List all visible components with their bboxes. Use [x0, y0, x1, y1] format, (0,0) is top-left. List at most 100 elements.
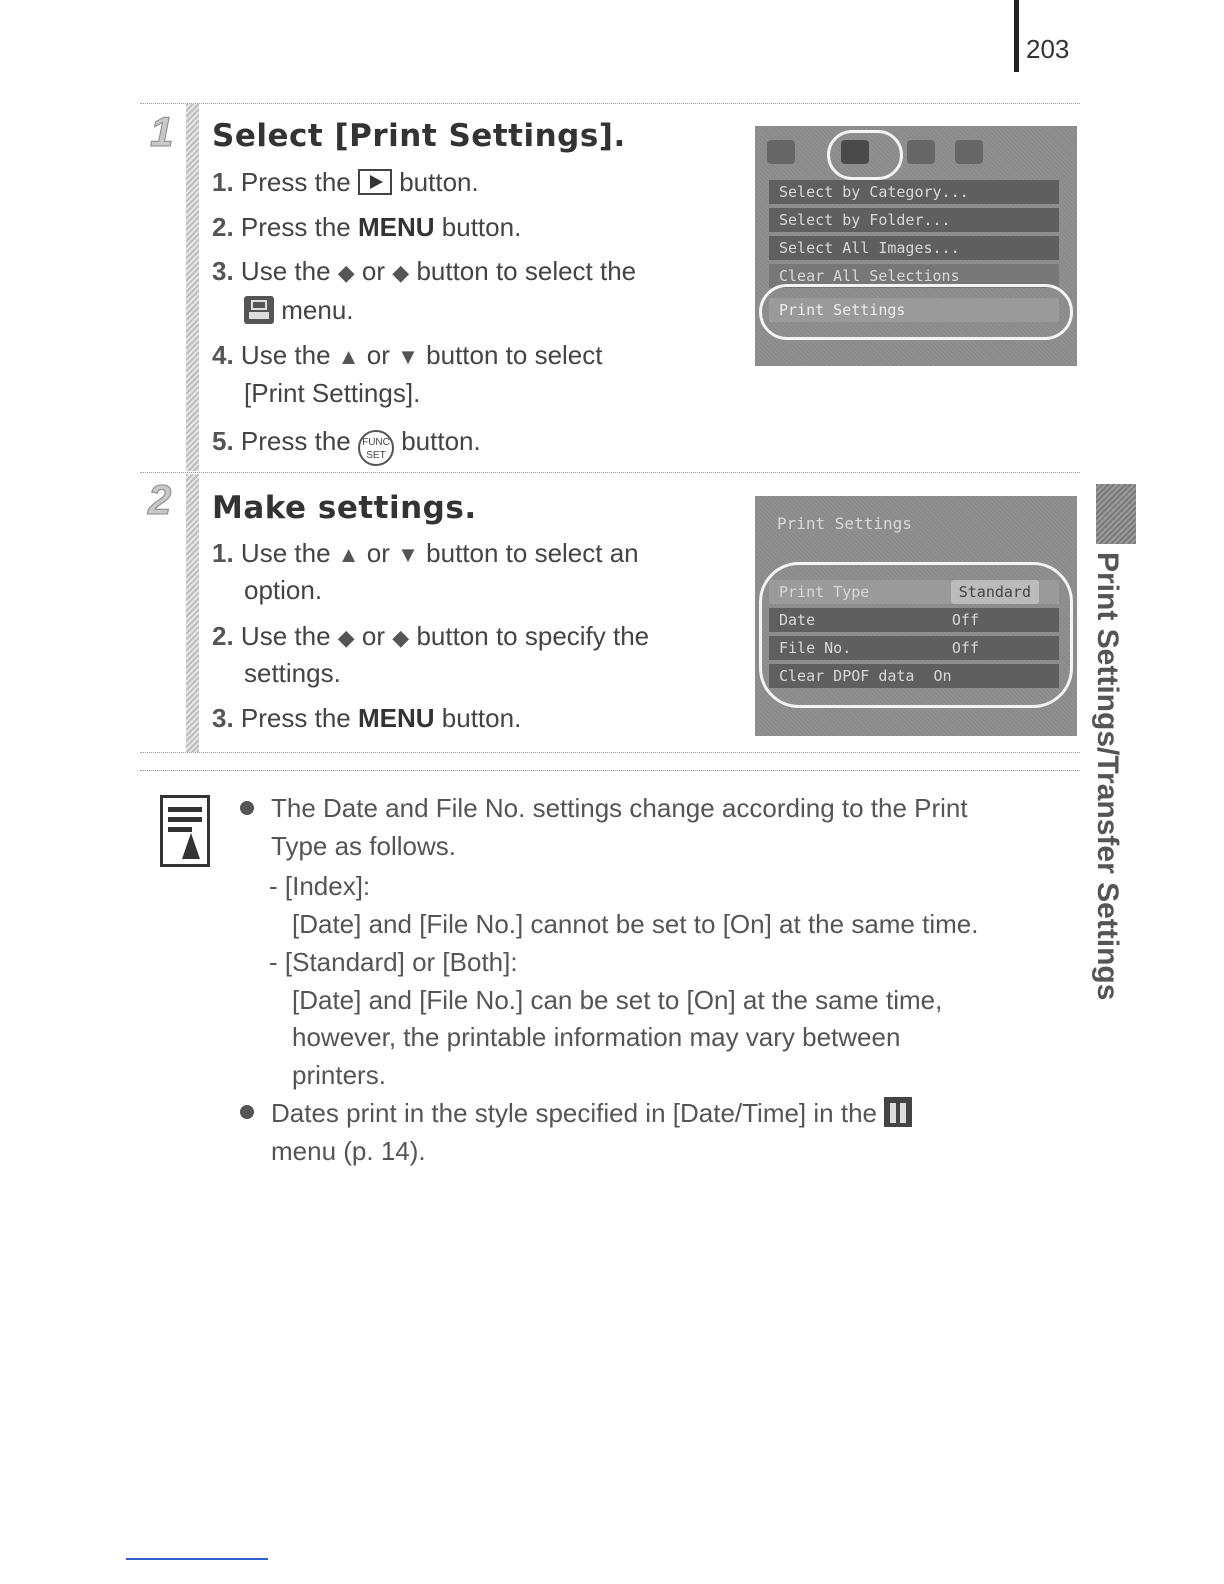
settings-highlight-oval: [759, 562, 1073, 708]
note-line: - [Standard] or [Both]:: [269, 947, 518, 977]
row-label: Print Type: [779, 583, 870, 601]
screen-tab: [907, 140, 935, 164]
down-arrow-icon: ▼: [397, 542, 419, 567]
note-line: Dates print in the style specified in [D…: [271, 1097, 913, 1128]
top-rule: [140, 103, 1080, 104]
chapter-tab-text: Print Settings/Transfer Settings: [1091, 552, 1124, 1001]
menu-button-label: MENU: [357, 212, 435, 242]
line-text: Use the: [240, 538, 331, 568]
note-bullet: [240, 801, 254, 815]
tab-highlight-oval: [827, 130, 903, 180]
line-text: or: [361, 621, 386, 651]
step2-line-1: 1. Use the ▲ or ▼ button to select an: [212, 538, 639, 570]
line-text: button.: [399, 167, 479, 197]
step2-number: 2: [147, 476, 172, 524]
line-text: Press the: [240, 426, 351, 456]
step-index: 2.: [212, 621, 234, 651]
set-label: SET: [366, 450, 386, 461]
step-divider-rule: [140, 472, 1080, 473]
row-label: Date: [779, 611, 816, 629]
line-text: button to select: [426, 340, 603, 370]
right-arrow-icon: ◆: [392, 260, 410, 285]
print-settings-highlight-oval: [759, 284, 1073, 340]
down-arrow-icon: ▼: [397, 344, 419, 369]
line-text: Press the: [240, 212, 351, 242]
step1-line-3: 3. Use the ◆ or ◆ button to select the: [212, 256, 636, 288]
step-index: 2.: [212, 212, 234, 242]
note-line-mark: [168, 817, 202, 822]
line-text: Press the: [240, 167, 351, 197]
right-arrow-icon: ◆: [392, 625, 410, 650]
step2-line-3: 3. Press the MENU button.: [212, 703, 521, 733]
note-line: however, the printable information may v…: [292, 1022, 901, 1052]
line-text: Use the: [240, 340, 331, 370]
step2-title: Make settings.: [212, 490, 477, 526]
screen-settings-row-selected: Print Type Standard: [769, 580, 1059, 604]
func-label: FUNC: [362, 437, 390, 448]
note-line-text: Dates print in the style specified in [D…: [271, 1098, 877, 1128]
note-line: [Date] and [File No.] cannot be set to […: [292, 909, 979, 939]
step-index: 3.: [212, 256, 234, 286]
step1-line-2: 2. Press the MENU button.: [212, 212, 521, 242]
step-index: 4.: [212, 340, 234, 370]
page-number: 203: [1026, 34, 1070, 64]
print-menu-icon: [244, 296, 274, 324]
line-text: button to select an: [426, 538, 639, 568]
note-bullet: [240, 1105, 254, 1119]
line-text: button to select the: [416, 256, 637, 286]
screen-tab: [767, 140, 795, 164]
screen-menu-row: Select All Images...: [769, 236, 1059, 260]
line-text: or: [366, 538, 390, 568]
step2-camera-screen: Print Settings Print Type Standard Date …: [755, 496, 1077, 736]
line-text: or: [361, 256, 386, 286]
note-line: [Date] and [File No.] can be set to [On]…: [292, 985, 943, 1015]
step2-line-2: 2. Use the ◆ or ◆ button to specify the: [212, 621, 649, 653]
pencil-mark: [182, 833, 200, 859]
screen-menu-row: Select by Category...: [769, 180, 1059, 204]
playback-button-icon: [357, 169, 392, 195]
step2-line-1-cont: option.: [244, 575, 323, 605]
screen-settings-row: File No. Off: [769, 636, 1059, 660]
step-index: 3.: [212, 703, 234, 733]
note-line: The Date and File No. settings change ac…: [271, 793, 968, 823]
left-arrow-icon: ◆: [337, 260, 355, 285]
step-index: 5.: [212, 426, 234, 456]
func-set-button-icon: FUNC SET: [357, 430, 394, 466]
row-value: Standard: [950, 580, 1039, 604]
line-text: Use the: [240, 256, 331, 286]
row-value: Off: [951, 639, 979, 657]
step1-bar: [186, 104, 199, 471]
step1-line-5: 5. Press the FUNC SET button.: [212, 426, 481, 466]
note-line: - [Index]:: [269, 871, 371, 901]
step1-title: Select [Print Settings].: [212, 118, 626, 154]
note-line: menu (p. 14).: [271, 1136, 426, 1166]
step-index: 1.: [212, 538, 234, 568]
row-label: Clear DPOF data: [779, 667, 915, 685]
row-value: Off: [951, 611, 979, 629]
up-arrow-icon: ▲: [337, 542, 360, 567]
line-text: Press the: [240, 703, 351, 733]
screen-menu-row-selected: Print Settings: [769, 298, 1059, 322]
note-line-mark: [168, 807, 202, 812]
screen-settings-row: Clear DPOF data On: [769, 664, 1059, 688]
screen-tab: [955, 140, 983, 164]
note-line: Type as follows.: [271, 831, 456, 861]
note-top-rule: [140, 770, 1080, 771]
footer-rule: [126, 1558, 268, 1560]
screen-menu-row: Select by Folder...: [769, 208, 1059, 232]
row-label: File No.: [779, 639, 852, 657]
line-text: menu.: [281, 295, 354, 325]
page-number-rule: [1014, 0, 1019, 72]
step2-line-2-cont: settings.: [244, 658, 341, 688]
step1-number: 1: [149, 108, 174, 156]
step1-line-1: 1. Press the button.: [212, 167, 479, 197]
note-line-mark: [168, 827, 192, 832]
step2-bar: [186, 474, 199, 752]
step1-line-3-cont: menu.: [244, 295, 354, 325]
up-arrow-icon: ▲: [337, 344, 360, 369]
line-text: or: [366, 340, 390, 370]
step-index: 1.: [212, 167, 234, 197]
line-text: button.: [401, 426, 481, 456]
note-icon: [160, 795, 212, 873]
left-arrow-icon: ◆: [337, 625, 355, 650]
